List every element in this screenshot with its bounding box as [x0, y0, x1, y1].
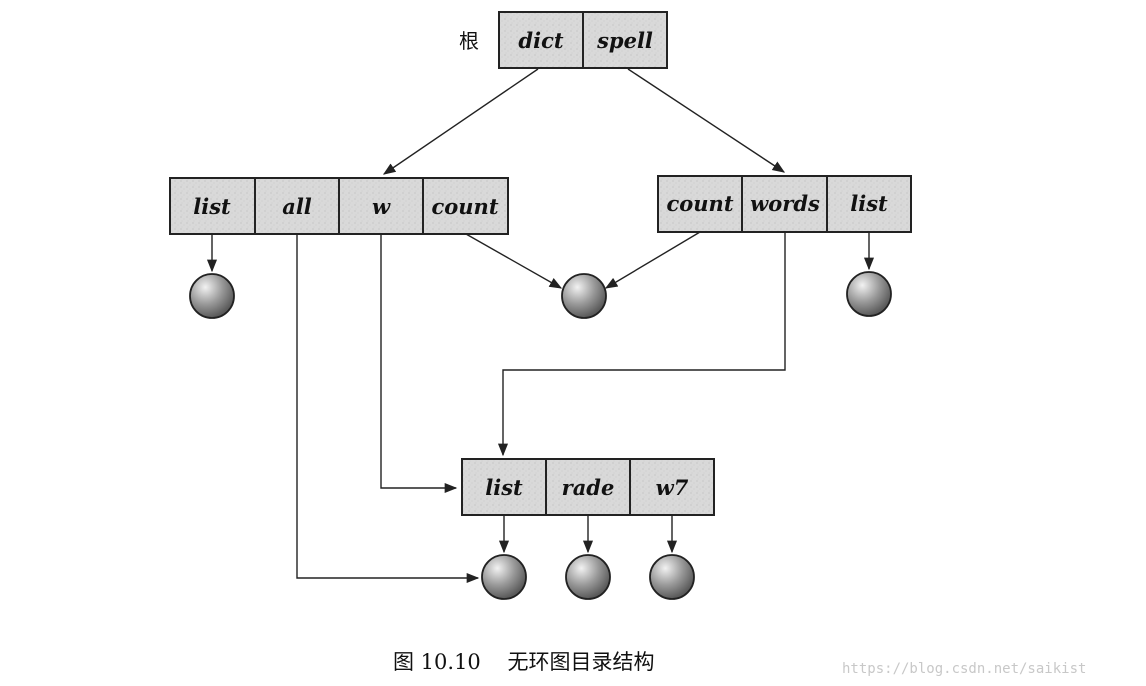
- dir-cell: [545, 458, 631, 516]
- file-node: [649, 554, 695, 600]
- edge-root-spell: [627, 68, 786, 173]
- directory-dict: list all w count: [169, 177, 509, 235]
- figure-caption: 图 10.10 无环图目录结构: [393, 650, 655, 674]
- cell-label-words: words: [750, 191, 820, 216]
- file-node: [565, 554, 611, 600]
- cell-label-w7: w7: [656, 475, 689, 500]
- dir-cell: [338, 177, 424, 235]
- edge-root-dict: [382, 68, 539, 175]
- dir-cell: [582, 11, 668, 69]
- cell-label-spell: spell: [596, 28, 653, 53]
- dir-cell: [498, 11, 584, 69]
- edge-dict-all-file: [296, 234, 480, 584]
- cell-label-dict: dict: [518, 28, 563, 53]
- dir-cell: [826, 175, 912, 233]
- watermark-text: https://blog.csdn.net/saikist: [842, 661, 1086, 677]
- cell-label-count: count: [666, 191, 733, 216]
- dir-cell: [422, 177, 509, 235]
- edge-spell-words-shared: [497, 232, 786, 457]
- file-node: [846, 271, 892, 317]
- directory-shared: list rade w7: [461, 458, 715, 516]
- dir-cell: [169, 177, 256, 235]
- dir-cell: [461, 458, 547, 516]
- root-label: 根: [459, 29, 479, 53]
- file-nodes: [189, 271, 892, 600]
- dir-cell: [657, 175, 743, 233]
- file-node: [561, 273, 607, 319]
- cell-label-w: w: [372, 194, 391, 219]
- edges: [206, 68, 875, 584]
- directory-spell: count words list: [657, 175, 912, 233]
- edge-dict-count-file: [465, 233, 563, 289]
- dir-cell: [629, 458, 715, 516]
- edge-dict-w-shared: [380, 234, 458, 494]
- edge-spell-count-file: [604, 231, 701, 289]
- cell-label-all: all: [282, 194, 312, 219]
- cell-label-list: list: [485, 475, 523, 500]
- file-node: [481, 554, 527, 600]
- file-node: [189, 273, 235, 319]
- directory-root: dict spell: [498, 11, 668, 69]
- dir-cell: [254, 177, 340, 235]
- cell-label-list: list: [850, 191, 888, 216]
- cell-label-count: count: [431, 194, 498, 219]
- cell-label-list: list: [193, 194, 231, 219]
- cell-label-rade: rade: [562, 475, 615, 500]
